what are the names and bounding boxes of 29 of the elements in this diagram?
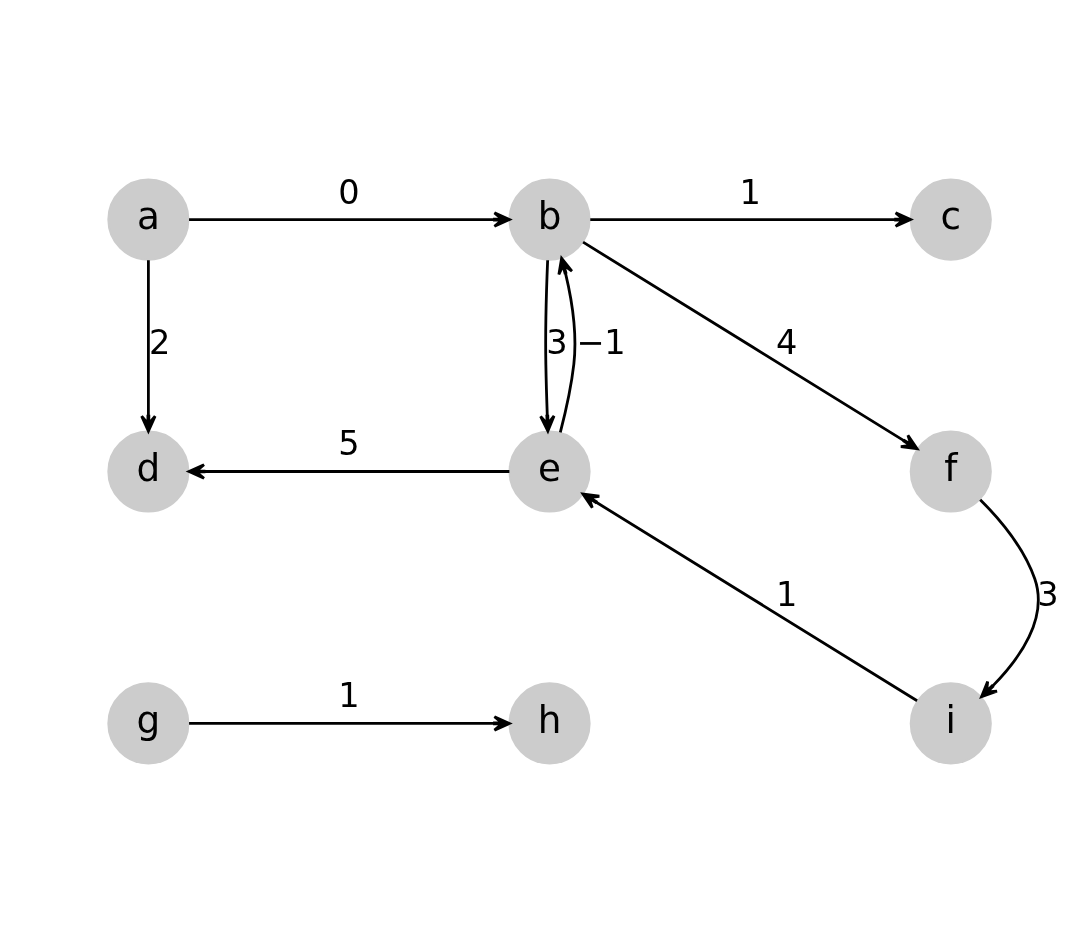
node-circle: h — [508, 681, 591, 764]
edge-label: 3 — [546, 322, 568, 362]
edge-label: 1 — [739, 172, 761, 212]
node-circle: i — [909, 681, 992, 764]
arrow — [979, 498, 1040, 698]
arrow — [582, 240, 919, 450]
node-circle: e — [508, 429, 591, 513]
arrow — [581, 492, 918, 702]
arrow — [189, 210, 511, 228]
node-circle: f — [909, 429, 992, 513]
node-circle: g — [107, 681, 190, 764]
edge-label: 2 — [148, 322, 171, 362]
edge-label: 5 — [338, 423, 360, 463]
arrow — [140, 259, 157, 432]
edge-label: −1 — [576, 322, 626, 362]
arrow — [590, 210, 912, 228]
edge-label: 1 — [338, 675, 360, 715]
node-circle: c — [909, 178, 992, 261]
node-circle: d — [107, 429, 190, 513]
edge-label: 1 — [775, 574, 798, 614]
node-circle: b — [508, 178, 591, 261]
arrow — [539, 259, 556, 432]
edge-label: 0 — [338, 172, 360, 212]
arrow — [557, 256, 577, 433]
edge-label: 3 — [1037, 574, 1059, 614]
node-circle: a — [107, 178, 190, 261]
edge-label: 4 — [775, 322, 798, 362]
arrow — [187, 462, 510, 480]
arrow — [189, 714, 511, 732]
